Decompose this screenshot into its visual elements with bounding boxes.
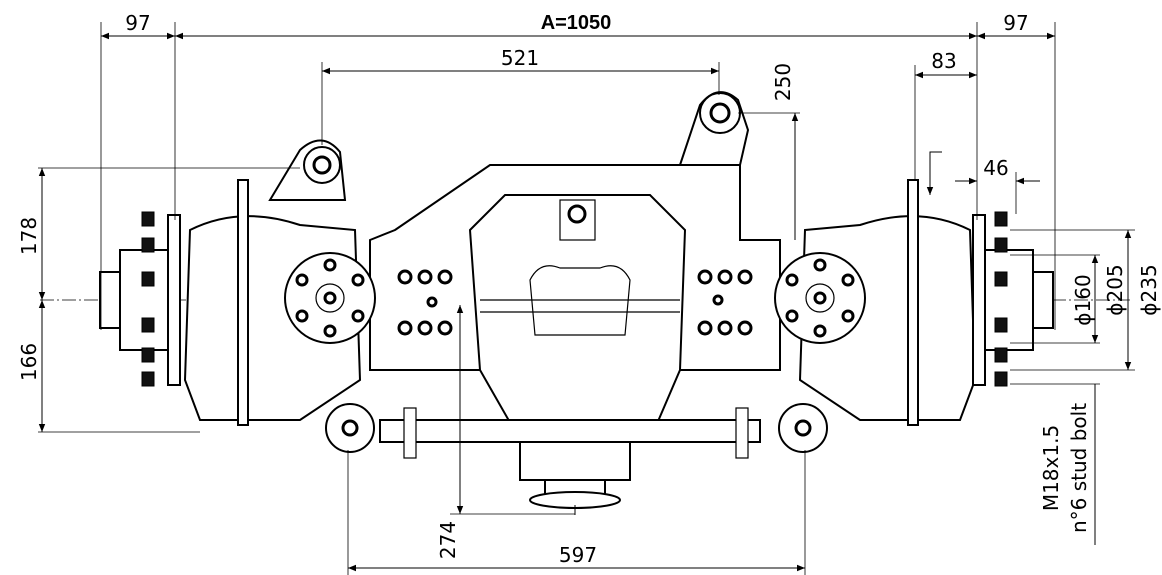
dim-597: 597	[559, 543, 597, 567]
stud-bolt-spec: M18x1.5	[1039, 425, 1063, 511]
left-hub-bolts	[295, 258, 365, 338]
axle-assembly	[40, 91, 1130, 515]
dim-274: 274	[436, 521, 460, 559]
dim-track-a: A=1050	[541, 12, 612, 34]
plate-holes-left	[397, 269, 453, 336]
right-wheel-studs	[994, 211, 1008, 387]
dim-521: 521	[501, 46, 539, 70]
dim-97-right: 97	[1003, 11, 1028, 35]
dim-178: 178	[17, 217, 41, 255]
plate-holes-right	[697, 269, 753, 336]
dimension-lines	[38, 22, 1135, 575]
dimension-labels: 97 A=1050 97 521 250 83 46 178 166 274 5…	[17, 11, 1161, 567]
dim-83: 83	[931, 49, 956, 73]
dim-250: 250	[771, 63, 795, 101]
dim-diameter-235: ϕ235	[1137, 264, 1161, 315]
dim-46: 46	[983, 156, 1008, 180]
left-wheel-studs	[141, 211, 155, 387]
stud-bolt-count: n°6 stud bolt	[1067, 403, 1091, 533]
dim-diameter-160: ϕ160	[1071, 274, 1095, 325]
dim-166: 166	[17, 343, 41, 381]
right-hub-bolts	[785, 258, 855, 338]
dim-diameter-205: ϕ205	[1103, 264, 1127, 315]
dim-97-left: 97	[125, 11, 150, 35]
